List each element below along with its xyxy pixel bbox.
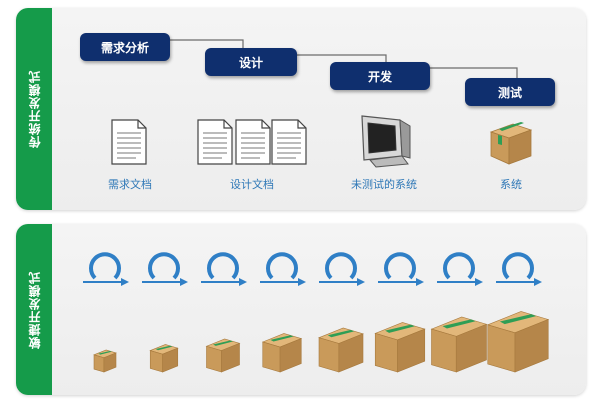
connector-3 — [430, 67, 518, 79]
monitor-icon — [361, 115, 411, 168]
iteration-loop-icon — [142, 252, 188, 286]
connector-1 — [170, 39, 244, 50]
traditional-side-tab: 传统开发模式 — [16, 8, 52, 210]
iteration-box-icon — [430, 316, 488, 373]
document-a — [197, 119, 233, 165]
phase-testing: 测试 — [465, 78, 555, 106]
phase-development: 开发 — [330, 62, 430, 90]
iteration-loop-icon — [83, 252, 129, 286]
artifact-requirements-doc: 需求文档 — [108, 178, 152, 191]
connector-2 — [297, 54, 387, 64]
document-icon — [111, 119, 147, 165]
iteration-loop-icon — [260, 252, 306, 286]
iteration-loop-icon — [496, 252, 542, 286]
iteration-loop-icon — [201, 252, 247, 286]
iteration-loop-icon — [378, 252, 424, 286]
document-b — [235, 119, 271, 165]
phase-design: 设计 — [205, 48, 297, 76]
phase-requirements: 需求分析 — [80, 33, 170, 61]
artifact-untested-system: 未测试的系统 — [351, 178, 417, 191]
iteration-box-icon — [149, 344, 179, 373]
documents-icon — [197, 119, 307, 165]
iteration-box-icon — [318, 327, 364, 373]
iteration-loop-icon — [437, 252, 483, 286]
document-c — [271, 119, 307, 165]
artifact-design-doc: 设计文档 — [230, 178, 274, 191]
iteration-box-icon — [486, 311, 550, 373]
iteration-box-icon — [93, 349, 117, 373]
agile-side-tab: 敏捷开发模式 — [16, 224, 52, 395]
artifact-system: 系统 — [500, 178, 522, 191]
box-icon — [489, 122, 533, 165]
iteration-box-icon — [261, 333, 303, 373]
iteration-box-icon — [205, 338, 241, 373]
iteration-box-icon — [374, 322, 426, 373]
iteration-loop-icon — [319, 252, 365, 286]
